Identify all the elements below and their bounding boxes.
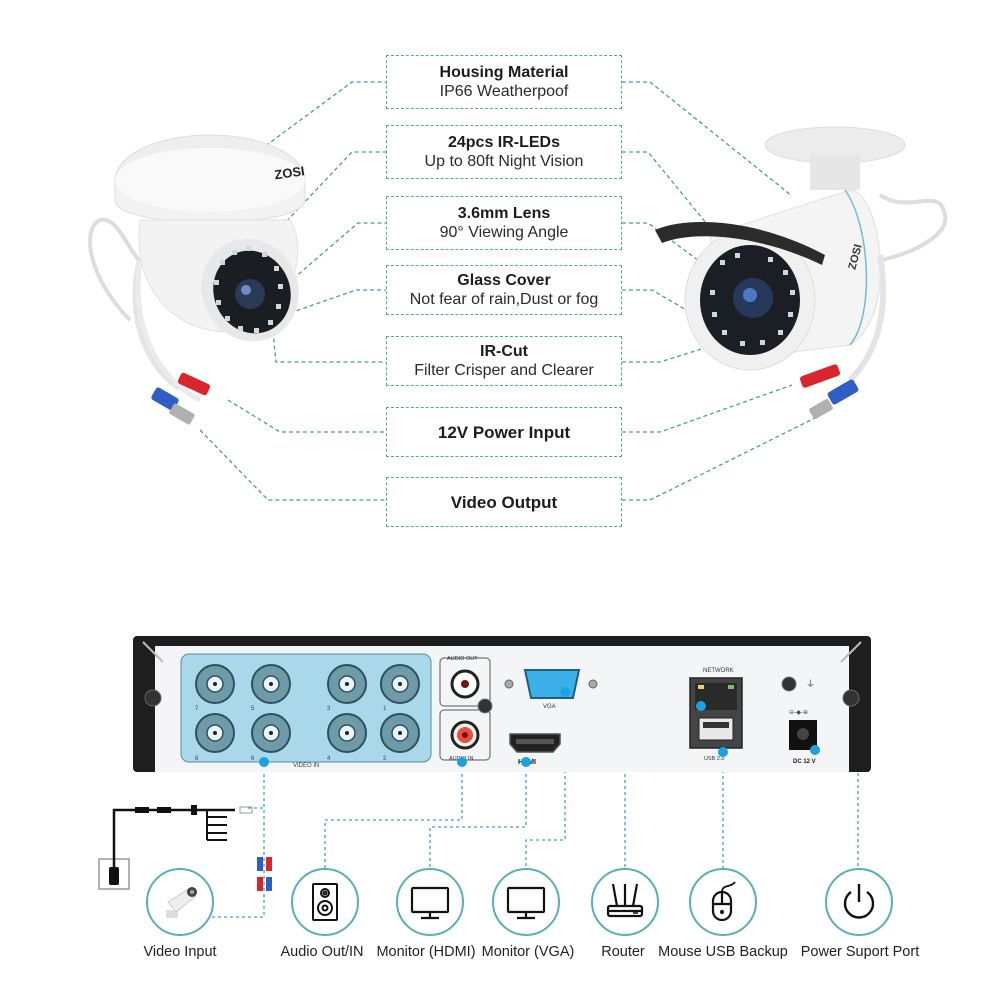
device-router: [591, 868, 659, 936]
device-monitor-vga: [492, 868, 560, 936]
bullet-camera-icon: [166, 887, 197, 918]
callout-title: Glass Cover: [457, 272, 551, 289]
channel-3: 3: [327, 706, 331, 712]
callout-subtitle: 90° Viewing Angle: [439, 224, 569, 241]
network-label: NETWORK: [703, 668, 734, 674]
callout-title: 3.6mm Lens: [457, 205, 551, 222]
bullet-camera: ZOSI: [655, 126, 948, 419]
power-icon: [843, 884, 875, 919]
callout-title: Housing Material: [439, 64, 569, 81]
channel-4: 4: [327, 756, 331, 762]
ground-symbol: ⏚: [806, 679, 815, 690]
callout-subtitle: IP66 Weatherpoof: [439, 83, 569, 100]
callout-title: 12V Power Input: [437, 422, 571, 442]
callout-housing-material: Housing Material IP66 Weatherpoof: [386, 55, 622, 109]
usb-port: [698, 717, 734, 741]
dot-dc: [810, 745, 820, 755]
dome-brand: ZOSI: [273, 163, 305, 182]
dot-audio-in: [457, 757, 467, 767]
monitor-icon: [410, 886, 450, 920]
device-label-mouse: Mouse USB Backup: [658, 944, 788, 960]
video-in-panel: [180, 653, 432, 763]
callout-subtitle: Up to 80ft Night Vision: [424, 153, 584, 170]
bnc-ports: [195, 664, 420, 753]
line-audio: [324, 762, 463, 868]
callout-title: IR-Cut: [480, 343, 528, 360]
device-mouse: [689, 868, 757, 936]
router-icon: [606, 883, 644, 918]
device-audio: [291, 868, 359, 936]
channel-7: 7: [195, 706, 199, 712]
callout-video-output: Video Output: [386, 477, 622, 527]
bnc-connectors: [257, 857, 272, 891]
device-video-input: [146, 868, 214, 936]
callout-power-input: 12V Power Input: [386, 407, 622, 457]
dot-vga: [560, 687, 570, 697]
channel-5: 5: [251, 706, 255, 712]
power-adapter: [98, 805, 253, 890]
audio-out-label: AUDIO OUT: [447, 656, 478, 662]
channel-6: 6: [251, 756, 255, 762]
callout-subtitle: Filter Crisper and Clearer: [414, 362, 594, 379]
mouse-icon: [711, 881, 736, 922]
device-label-audio: Audio Out/IN: [280, 944, 364, 960]
dome-camera: ZOSI: [88, 134, 306, 425]
callout-ir-cut: IR-Cut Filter Crisper and Clearer: [386, 336, 622, 386]
video-in-label: VIDEO IN: [293, 763, 319, 769]
device-monitor-hdmi: [396, 868, 464, 936]
callout-ir-leds: 24pcs IR-LEDs Up to 80ft Night Vision: [386, 125, 622, 179]
dot-hdmi: [521, 757, 531, 767]
device-power: [825, 868, 893, 936]
device-label-monitor-hdmi: Monitor (HDMI): [376, 944, 476, 960]
dc-label: DC 12 V: [793, 759, 816, 765]
callout-subtitle: Not fear of rain,Dust or fog: [409, 291, 599, 308]
screw-left: [144, 689, 162, 707]
line-hdmi: [429, 762, 527, 868]
device-label-router: Router: [601, 944, 645, 960]
callout-title: 24pcs IR-LEDs: [447, 134, 561, 151]
channel-2: 2: [383, 756, 387, 762]
dot-video-in: [259, 757, 269, 767]
usb-label: USB 2.0: [704, 756, 724, 762]
callout-lens: 3.6mm Lens 90° Viewing Angle: [386, 196, 622, 250]
callout-glass-cover: Glass Cover Not fear of rain,Dust or fog: [386, 265, 622, 315]
dvr-back-panel: 7 5 3 1 8 6 4 2 VIDEO IN AUDIO OUT AUDIO…: [133, 636, 871, 772]
device-label-monitor-vga: Monitor (VGA): [481, 944, 575, 960]
device-label-video-input: Video Input: [143, 944, 217, 960]
speaker-icon: [312, 883, 338, 921]
device-label-power: Power Suport Port: [800, 944, 920, 960]
dc-polarity: ⊖-◆-⊕: [789, 709, 808, 716]
channel-8: 8: [195, 756, 199, 762]
channel-1: 1: [383, 706, 387, 712]
callout-title: Video Output: [450, 492, 558, 512]
dot-network: [696, 701, 706, 711]
screw-right: [842, 689, 860, 707]
vga-label: VGA: [543, 704, 556, 710]
dot-usb: [718, 747, 728, 757]
monitor-icon: [506, 886, 546, 920]
vga-port: [523, 669, 581, 699]
